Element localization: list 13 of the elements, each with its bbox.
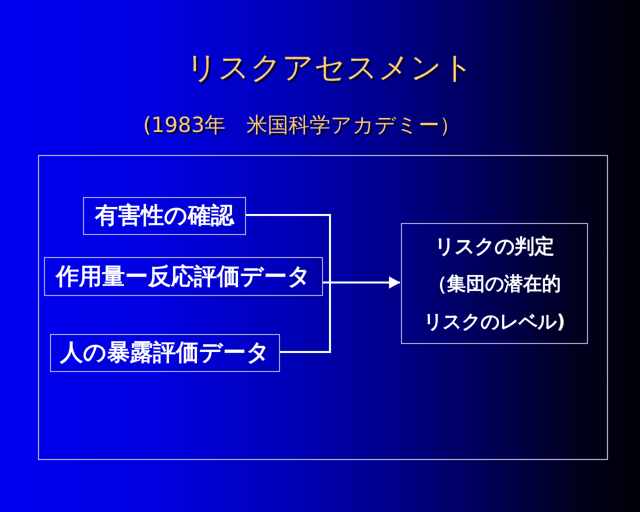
slide-title: リスクアセスメント [185,49,475,88]
step-label: 作用量ー反応評価データ [56,262,311,292]
connector-arrow [279,276,400,353]
process-box [44,257,323,296]
process-box [50,334,280,372]
process-box [83,197,246,235]
result-heading: リスクの判定 [434,232,554,260]
step-label: 有害性の確認 [95,202,234,231]
result-box [401,223,588,344]
step-label: 人の暴露評価データ [60,339,270,368]
slide-subtitle: (1983年 米国科学アカデミー） [143,112,461,139]
result-note: （集団の潜在的リスクのレベル) [422,272,566,334]
outline-frame [38,155,608,460]
